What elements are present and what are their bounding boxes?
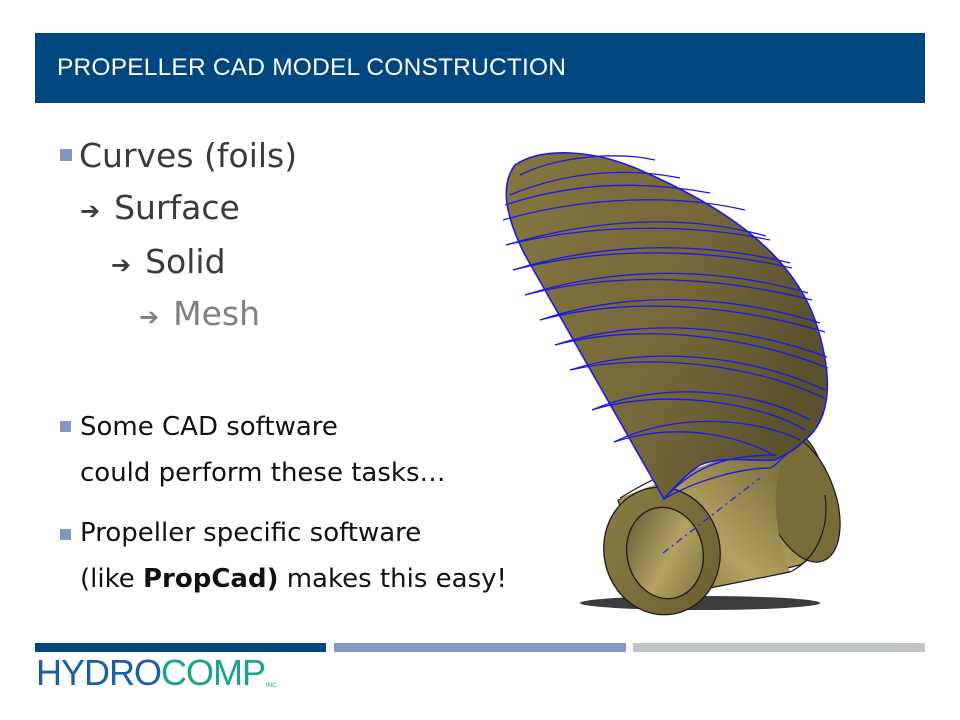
step-label: Solid bbox=[145, 242, 226, 281]
text-fragment: makes this easy! bbox=[278, 564, 507, 594]
logo-suffix: INC. bbox=[266, 683, 279, 689]
step-surface: ➔ Surface bbox=[80, 188, 240, 227]
point2-line1: Propeller specific software bbox=[80, 518, 422, 548]
propeller-cad-image bbox=[502, 152, 841, 616]
step-mesh: ➔ Mesh bbox=[139, 294, 260, 333]
step-label: Surface bbox=[114, 188, 240, 227]
arrow-right-icon: ➔ bbox=[80, 197, 101, 225]
arrow-right-icon: ➔ bbox=[139, 303, 160, 331]
point1-line1: Some CAD software bbox=[80, 412, 338, 442]
footer-bar-dark-blue bbox=[35, 643, 326, 652]
bullet-square-icon bbox=[60, 529, 71, 540]
footer-bar-gray bbox=[633, 643, 925, 652]
footer-bar-light-blue bbox=[334, 643, 626, 652]
point2-line2: (like PropCad) makes this easy! bbox=[80, 564, 507, 594]
arrow-right-icon: ➔ bbox=[111, 251, 132, 279]
bullet-curves: Curves (foils) bbox=[79, 136, 298, 175]
bullet-square-icon bbox=[60, 421, 71, 432]
point1-line2: could perform these tasks… bbox=[80, 458, 446, 488]
title-bar: PROPELLER CAD MODEL CONSTRUCTION bbox=[35, 33, 925, 103]
step-label: Mesh bbox=[173, 294, 260, 333]
logo-text-hydro: HYDRO bbox=[36, 652, 162, 693]
step-solid: ➔ Solid bbox=[111, 242, 226, 281]
slide-title: PROPELLER CAD MODEL CONSTRUCTION bbox=[57, 54, 567, 81]
text-fragment: (like bbox=[80, 564, 143, 594]
bullet-square-icon bbox=[60, 149, 72, 161]
logo-text-comp: COMP bbox=[161, 652, 266, 693]
propcad-bold: PropCad) bbox=[142, 564, 279, 594]
